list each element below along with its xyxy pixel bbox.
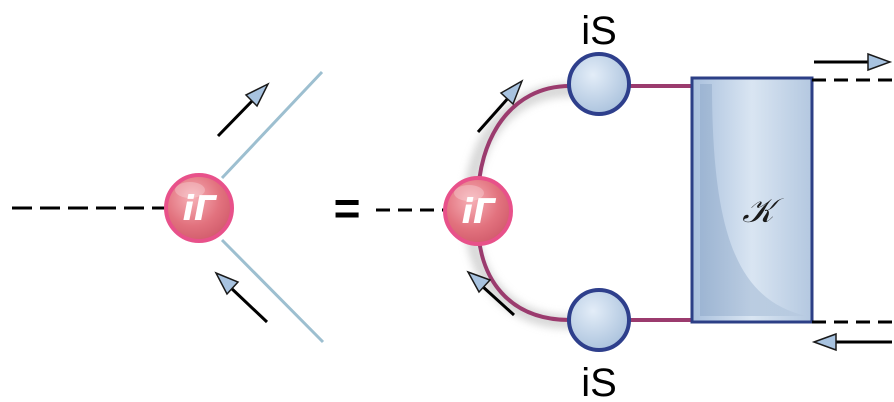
right-diagram: iS iS iΓ 𝒦 [376,9,894,402]
left-vertex-label: iΓ [182,189,218,229]
bottom-propagator-node [567,288,631,352]
right-vertex: iΓ [443,176,513,246]
left-upper-outgoing-leg [220,70,324,180]
top-propagator-node [567,52,631,116]
left-upper-momentum-arrow-icon [216,82,270,138]
right-lower-momentum-arrow-icon [466,270,516,317]
right-upper-momentum-arrow-icon [476,79,524,133]
kernel-upper-momentum-arrow-icon [814,52,893,72]
left-lower-outgoing-leg [220,238,325,344]
top-propagator-label: iS [581,9,617,53]
loop-propagator-line [476,84,693,322]
left-vertex: iΓ [164,173,234,243]
equals-sign: = [334,182,361,234]
right-vertex-label: iΓ [461,192,497,232]
kernel-block: 𝒦 [690,76,814,324]
bottom-propagator-label: iS [581,361,617,402]
kernel-lower-momentum-arrow-icon [811,332,892,352]
left-lower-momentum-arrow-icon [214,271,269,324]
left-diagram: iΓ [12,70,325,344]
